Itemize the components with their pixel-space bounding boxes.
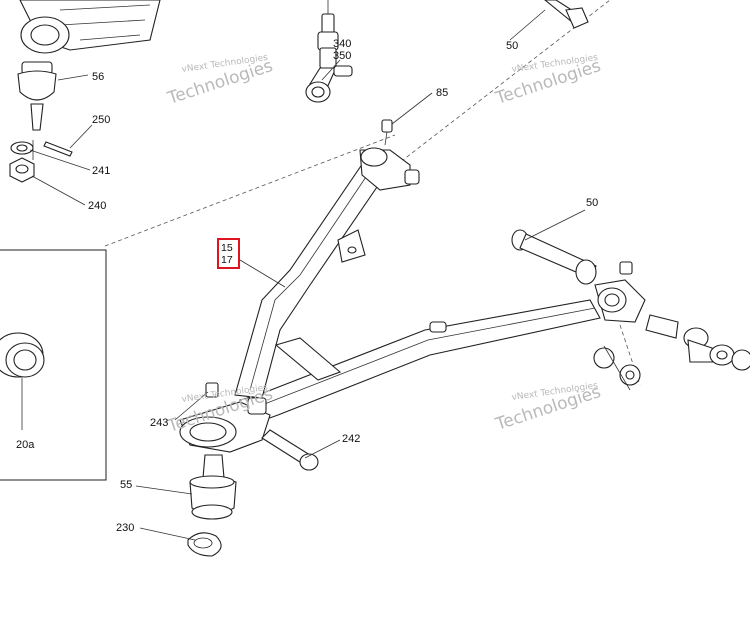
- upper-arm-fragment: [19, 0, 161, 54]
- callout-243[interactable]: 243: [150, 417, 168, 429]
- callout-17[interactable]: 17: [221, 254, 233, 266]
- bushing-20a: [0, 332, 45, 430]
- callout-240[interactable]: 240: [88, 200, 106, 212]
- inset-box: [0, 249, 107, 481]
- nut-240: [9, 157, 35, 183]
- callout-50-right[interactable]: 50: [586, 197, 598, 209]
- callout-56[interactable]: 56: [92, 71, 104, 83]
- ball-joint-55: [189, 454, 237, 520]
- highlight-box: [217, 238, 240, 269]
- grease-fitting-243: [205, 382, 267, 415]
- callout-230[interactable]: 230: [116, 522, 134, 534]
- callout-242[interactable]: 242: [342, 433, 360, 445]
- circlip-230: [187, 532, 222, 557]
- leader-lines: [29, 9, 586, 541]
- callout-20a[interactable]: 20a: [16, 439, 35, 451]
- callout-labels: 340 350 50 56 250 241 240 85 50 243 242 …: [16, 38, 598, 534]
- callout-50-top[interactable]: 50: [506, 40, 518, 52]
- bolt-242: [261, 429, 319, 471]
- washer-241: [10, 141, 34, 155]
- callout-340[interactable]: 340: [333, 38, 351, 50]
- highlighted-callout[interactable]: 15 17: [217, 238, 240, 269]
- callout-250[interactable]: 250: [92, 114, 110, 126]
- callout-15[interactable]: 15: [221, 242, 233, 254]
- bolt-50-top: [544, 0, 589, 29]
- callout-241[interactable]: 241: [92, 165, 110, 177]
- grease-fitting-85: [381, 119, 393, 146]
- ball-joint-56: [17, 61, 57, 160]
- lower-a-arm: [179, 147, 646, 453]
- cotter-pin-250: [43, 141, 73, 157]
- callout-55[interactable]: 55: [120, 479, 132, 491]
- bolt-50-right: [511, 229, 633, 285]
- pivot-hardware-right: [593, 314, 750, 391]
- callout-85[interactable]: 85: [436, 87, 448, 99]
- callout-350[interactable]: 350: [333, 50, 351, 62]
